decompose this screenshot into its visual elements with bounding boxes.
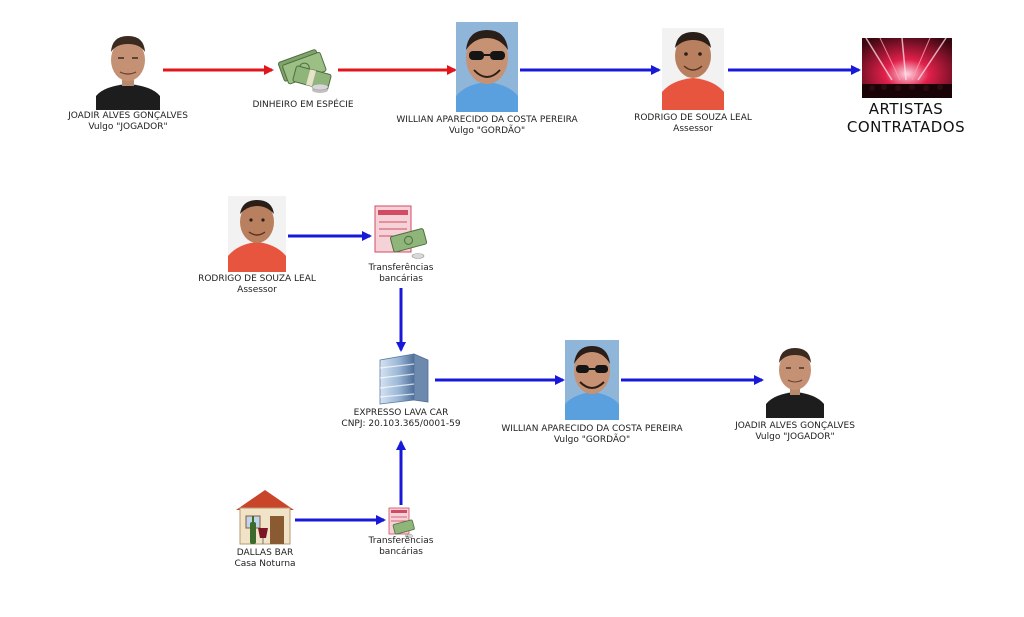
joadir-alias-top: Vulgo "JOGADOR" xyxy=(88,122,168,132)
bar-name: DALLAS BAR xyxy=(236,548,294,558)
bar-type: Casa Noturna xyxy=(234,559,296,569)
willian-photo-bottom xyxy=(565,340,619,420)
joadir-name-bottom: JOADIR ALVES GONÇALVES xyxy=(735,421,855,431)
artists-line2: CONTRATADOS xyxy=(846,118,966,136)
transfer1-line1: Transferências xyxy=(368,263,434,273)
building-icon xyxy=(379,353,429,405)
rodrigo-label-top: RODRIGO DE SOUZA LEAL Assessor xyxy=(618,113,768,135)
bank-transfer-icon-2 xyxy=(388,507,415,539)
rodrigo-role-bottom: Assessor xyxy=(237,285,277,295)
transfer1-label: Transferências bancárias xyxy=(346,263,456,285)
joadir-photo-bottom xyxy=(766,344,824,418)
joadir-label-top: JOADIR ALVES GONÇALVES Vulgo "JOGADOR" xyxy=(48,111,208,133)
concert-stage-photo xyxy=(862,37,952,98)
bar-house-icon xyxy=(236,490,294,545)
willian-alias-bottom: Vulgo "GORDÃO" xyxy=(553,435,631,445)
joadir-photo-top xyxy=(96,32,160,110)
rodrigo-label-bottom: RODRIGO DE SOUZA LEAL Assessor xyxy=(182,274,332,296)
bank-transfer-icon-1 xyxy=(374,205,428,259)
rodrigo-photo-bottom xyxy=(228,196,286,272)
rodrigo-name-bottom: RODRIGO DE SOUZA LEAL xyxy=(198,274,316,284)
transfer2-line1: Transferências xyxy=(368,536,434,546)
rodrigo-name-top: RODRIGO DE SOUZA LEAL xyxy=(634,113,752,123)
joadir-label-bottom: JOADIR ALVES GONÇALVES Vulgo "JOGADOR" xyxy=(715,421,875,443)
willian-name-top: WILLIAN APARECIDO DA COSTA PEREIRA xyxy=(396,115,578,125)
cash-stack-icon xyxy=(277,49,332,93)
rodrigo-photo-top xyxy=(662,28,724,110)
willian-photo-top xyxy=(456,22,518,112)
cash-label-text: DINHEIRO EM ESPÉCIE xyxy=(252,100,354,110)
company-label: EXPRESSO LAVA CAR CNPJ: 20.103.365/0001-… xyxy=(326,408,476,430)
joadir-alias-bottom: Vulgo "JOGADOR" xyxy=(755,432,835,442)
artists-line1: ARTISTAS xyxy=(868,100,944,118)
transfer1-line2: bancárias xyxy=(379,274,423,284)
willian-label-top: WILLIAN APARECIDO DA COSTA PEREIRA Vulgo… xyxy=(387,115,587,137)
rodrigo-role-top: Assessor xyxy=(673,124,713,134)
bar-label: DALLAS BAR Casa Noturna xyxy=(215,548,315,570)
transfer2-label: Transferências bancárias xyxy=(346,536,456,558)
willian-name-bottom: WILLIAN APARECIDO DA COSTA PEREIRA xyxy=(501,424,683,434)
joadir-name-top: JOADIR ALVES GONÇALVES xyxy=(68,111,188,121)
company-cnpj: CNPJ: 20.103.365/0001-59 xyxy=(341,419,461,429)
transfer2-line2: bancárias xyxy=(379,547,423,557)
willian-alias-top: Vulgo "GORDÃO" xyxy=(448,126,526,136)
artists-label: ARTISTAS CONTRATADOS xyxy=(836,100,976,136)
willian-label-bottom: WILLIAN APARECIDO DA COSTA PEREIRA Vulgo… xyxy=(492,424,692,446)
company-name: EXPRESSO LAVA CAR xyxy=(353,408,449,418)
cash-label: DINHEIRO EM ESPÉCIE xyxy=(228,100,378,111)
